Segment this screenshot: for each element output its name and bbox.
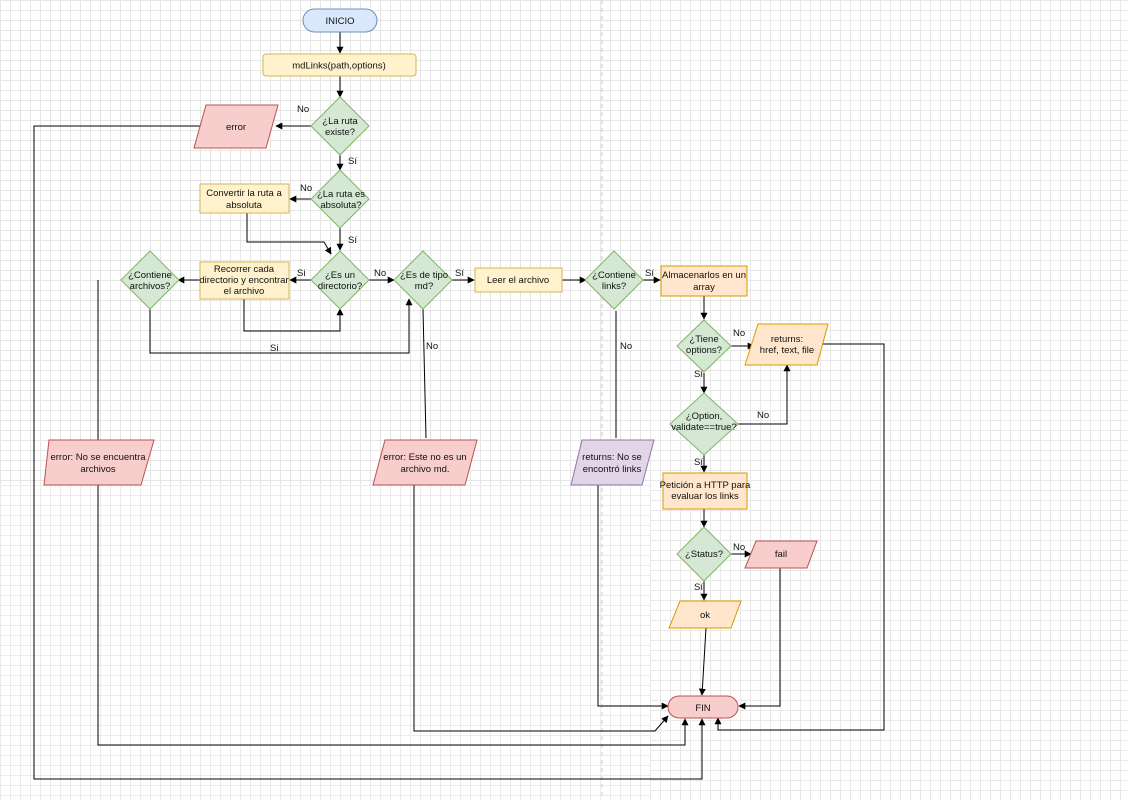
label-options-no: No <box>733 328 745 339</box>
svg-text:links?: links? <box>602 281 626 292</box>
edge-validate-returns <box>737 364 791 425</box>
svg-text:¿La ruta: ¿La ruta <box>322 116 358 127</box>
svg-text:FIN: FIN <box>695 703 710 714</box>
node-convertir-ruta: Convertir la ruta a absoluta <box>199 183 290 214</box>
decision-contiene-archivos: ¿Contiene archivos? <box>120 250 180 310</box>
decision-option-validate: ¿Option, validate==true? <box>669 392 739 456</box>
label-existe-no: No <box>297 104 309 115</box>
svg-text:directorio?: directorio? <box>318 281 362 292</box>
node-fail: fail <box>744 540 818 569</box>
label-links-si: Sí <box>645 268 654 279</box>
svg-text:¿Option,: ¿Option, <box>686 411 722 422</box>
svg-text:Almacenarlos en un: Almacenarlos en un <box>662 270 746 281</box>
node-fin: FIN <box>667 695 739 719</box>
svg-text:¿Contiene: ¿Contiene <box>592 270 636 281</box>
decision-ruta-existe: ¿La ruta existe? <box>310 96 370 156</box>
edge-error-fin <box>33 125 706 780</box>
node-error-archivos: error: No se encuentra archivos <box>43 439 155 486</box>
edge-archivos-md <box>149 298 413 354</box>
svg-text:error: No se encuentra: error: No se encuentra <box>50 452 146 463</box>
label-md-si: Sí <box>455 268 464 279</box>
edge-ok-fin <box>698 627 707 696</box>
svg-text:options?: options? <box>686 345 722 356</box>
label-archivos-si: Si <box>270 343 278 354</box>
svg-text:¿Tiene: ¿Tiene <box>689 334 718 345</box>
svg-text:existe?: existe? <box>325 127 355 138</box>
edge-returns-fin <box>714 343 885 731</box>
label-md-no: No <box>426 341 438 352</box>
label-existe-si: Sí <box>348 156 357 167</box>
svg-text:evaluar los links: evaluar los links <box>671 491 739 502</box>
svg-text:absoluta?: absoluta? <box>320 200 361 211</box>
label-directorio-no: No <box>374 268 386 279</box>
svg-text:¿Es un: ¿Es un <box>325 270 355 281</box>
edge-fail-fin <box>738 568 781 710</box>
svg-text:error: Este no es un: error: Este no es un <box>383 452 466 463</box>
svg-text:validate==true?: validate==true? <box>671 422 737 433</box>
svg-text:archivos?: archivos? <box>130 281 171 292</box>
svg-text:ok: ok <box>700 610 710 621</box>
svg-text:array: array <box>693 282 715 293</box>
label-directorio-si: Si <box>297 268 305 279</box>
svg-text:error: error <box>226 122 246 133</box>
decision-es-md: ¿Es de tipo md? <box>393 250 453 310</box>
svg-text:el archivo: el archivo <box>224 286 265 297</box>
node-almacenar: Almacenarlos en un array <box>660 265 748 297</box>
svg-text:¿La ruta es: ¿La ruta es <box>317 189 365 200</box>
edge-errormd-fin <box>413 485 669 732</box>
svg-text:¿Contiene: ¿Contiene <box>128 270 172 281</box>
label-validate-no: No <box>757 410 769 421</box>
grid-background-top-left <box>0 0 650 485</box>
label-options-si: Sí <box>694 369 703 380</box>
svg-text:Petición a HTTP para: Petición a HTTP para <box>660 480 751 491</box>
edge-md-errormd <box>422 308 427 439</box>
svg-text:¿Status?: ¿Status? <box>685 549 723 560</box>
node-inicio: INICIO <box>302 8 378 33</box>
decision-es-directorio: ¿Es un directorio? <box>310 250 370 310</box>
svg-text:returns: No se: returns: No se <box>582 452 642 463</box>
edge-convertir-directorio <box>246 213 332 255</box>
node-returns-basic: returns: href, text, file <box>744 323 829 366</box>
node-error-md: error: Este no es un archivo md. <box>372 439 478 486</box>
svg-text:md?: md? <box>415 281 433 292</box>
label-links-no: No <box>620 341 632 352</box>
edge-errorarchivos-fin <box>97 485 689 746</box>
label-validate-si: Sí <box>694 457 703 468</box>
svg-text:directorio y encontrar: directorio y encontrar <box>199 275 288 286</box>
svg-text:absoluta: absoluta <box>226 200 263 211</box>
svg-text:encontró links: encontró links <box>583 464 642 475</box>
decision-contiene-links: ¿Contiene links? <box>584 250 644 310</box>
svg-text:Leer el archivo: Leer el archivo <box>487 275 549 286</box>
node-ok: ok <box>668 600 742 629</box>
label-status-no: No <box>733 542 745 553</box>
decision-status: ¿Status? <box>676 526 732 582</box>
svg-text:archivo md.: archivo md. <box>400 464 449 475</box>
decision-ruta-absoluta: ¿La ruta es absoluta? <box>310 169 370 229</box>
svg-text:INICIO: INICIO <box>325 16 354 27</box>
grid-background-right <box>650 0 1128 800</box>
svg-text:Convertir la ruta a: Convertir la ruta a <box>206 188 282 199</box>
label-absoluta-si: Sí <box>348 235 357 246</box>
svg-text:mdLinks(path,options): mdLinks(path,options) <box>292 61 385 72</box>
node-mdlinks: mdLinks(path,options) <box>262 53 417 77</box>
svg-text:¿Es de tipo: ¿Es de tipo <box>400 270 448 281</box>
svg-text:archivos: archivos <box>80 464 116 475</box>
label-status-si: Sí <box>694 582 703 593</box>
svg-text:returns:: returns: <box>771 334 803 345</box>
node-error: error <box>193 104 279 149</box>
svg-text:Recorrer cada: Recorrer cada <box>214 264 275 275</box>
decision-tiene-options: ¿Tiene options? <box>676 319 732 373</box>
svg-text:href, text, file: href, text, file <box>760 345 814 356</box>
edge-returnslinks-fin <box>597 485 669 710</box>
node-recorrer: Recorrer cada directorio y encontrar el … <box>199 261 290 300</box>
edge-recorrer-directorio <box>243 299 344 332</box>
node-returns-links: returns: No se encontró links <box>570 439 655 486</box>
label-absoluta-no: No <box>300 183 312 194</box>
grid-background-bottom-left <box>0 485 650 800</box>
svg-text:fail: fail <box>775 549 787 560</box>
node-peticion-http: Petición a HTTP para evaluar los links <box>660 472 751 510</box>
node-leer-archivo: Leer el archivo <box>474 267 563 293</box>
